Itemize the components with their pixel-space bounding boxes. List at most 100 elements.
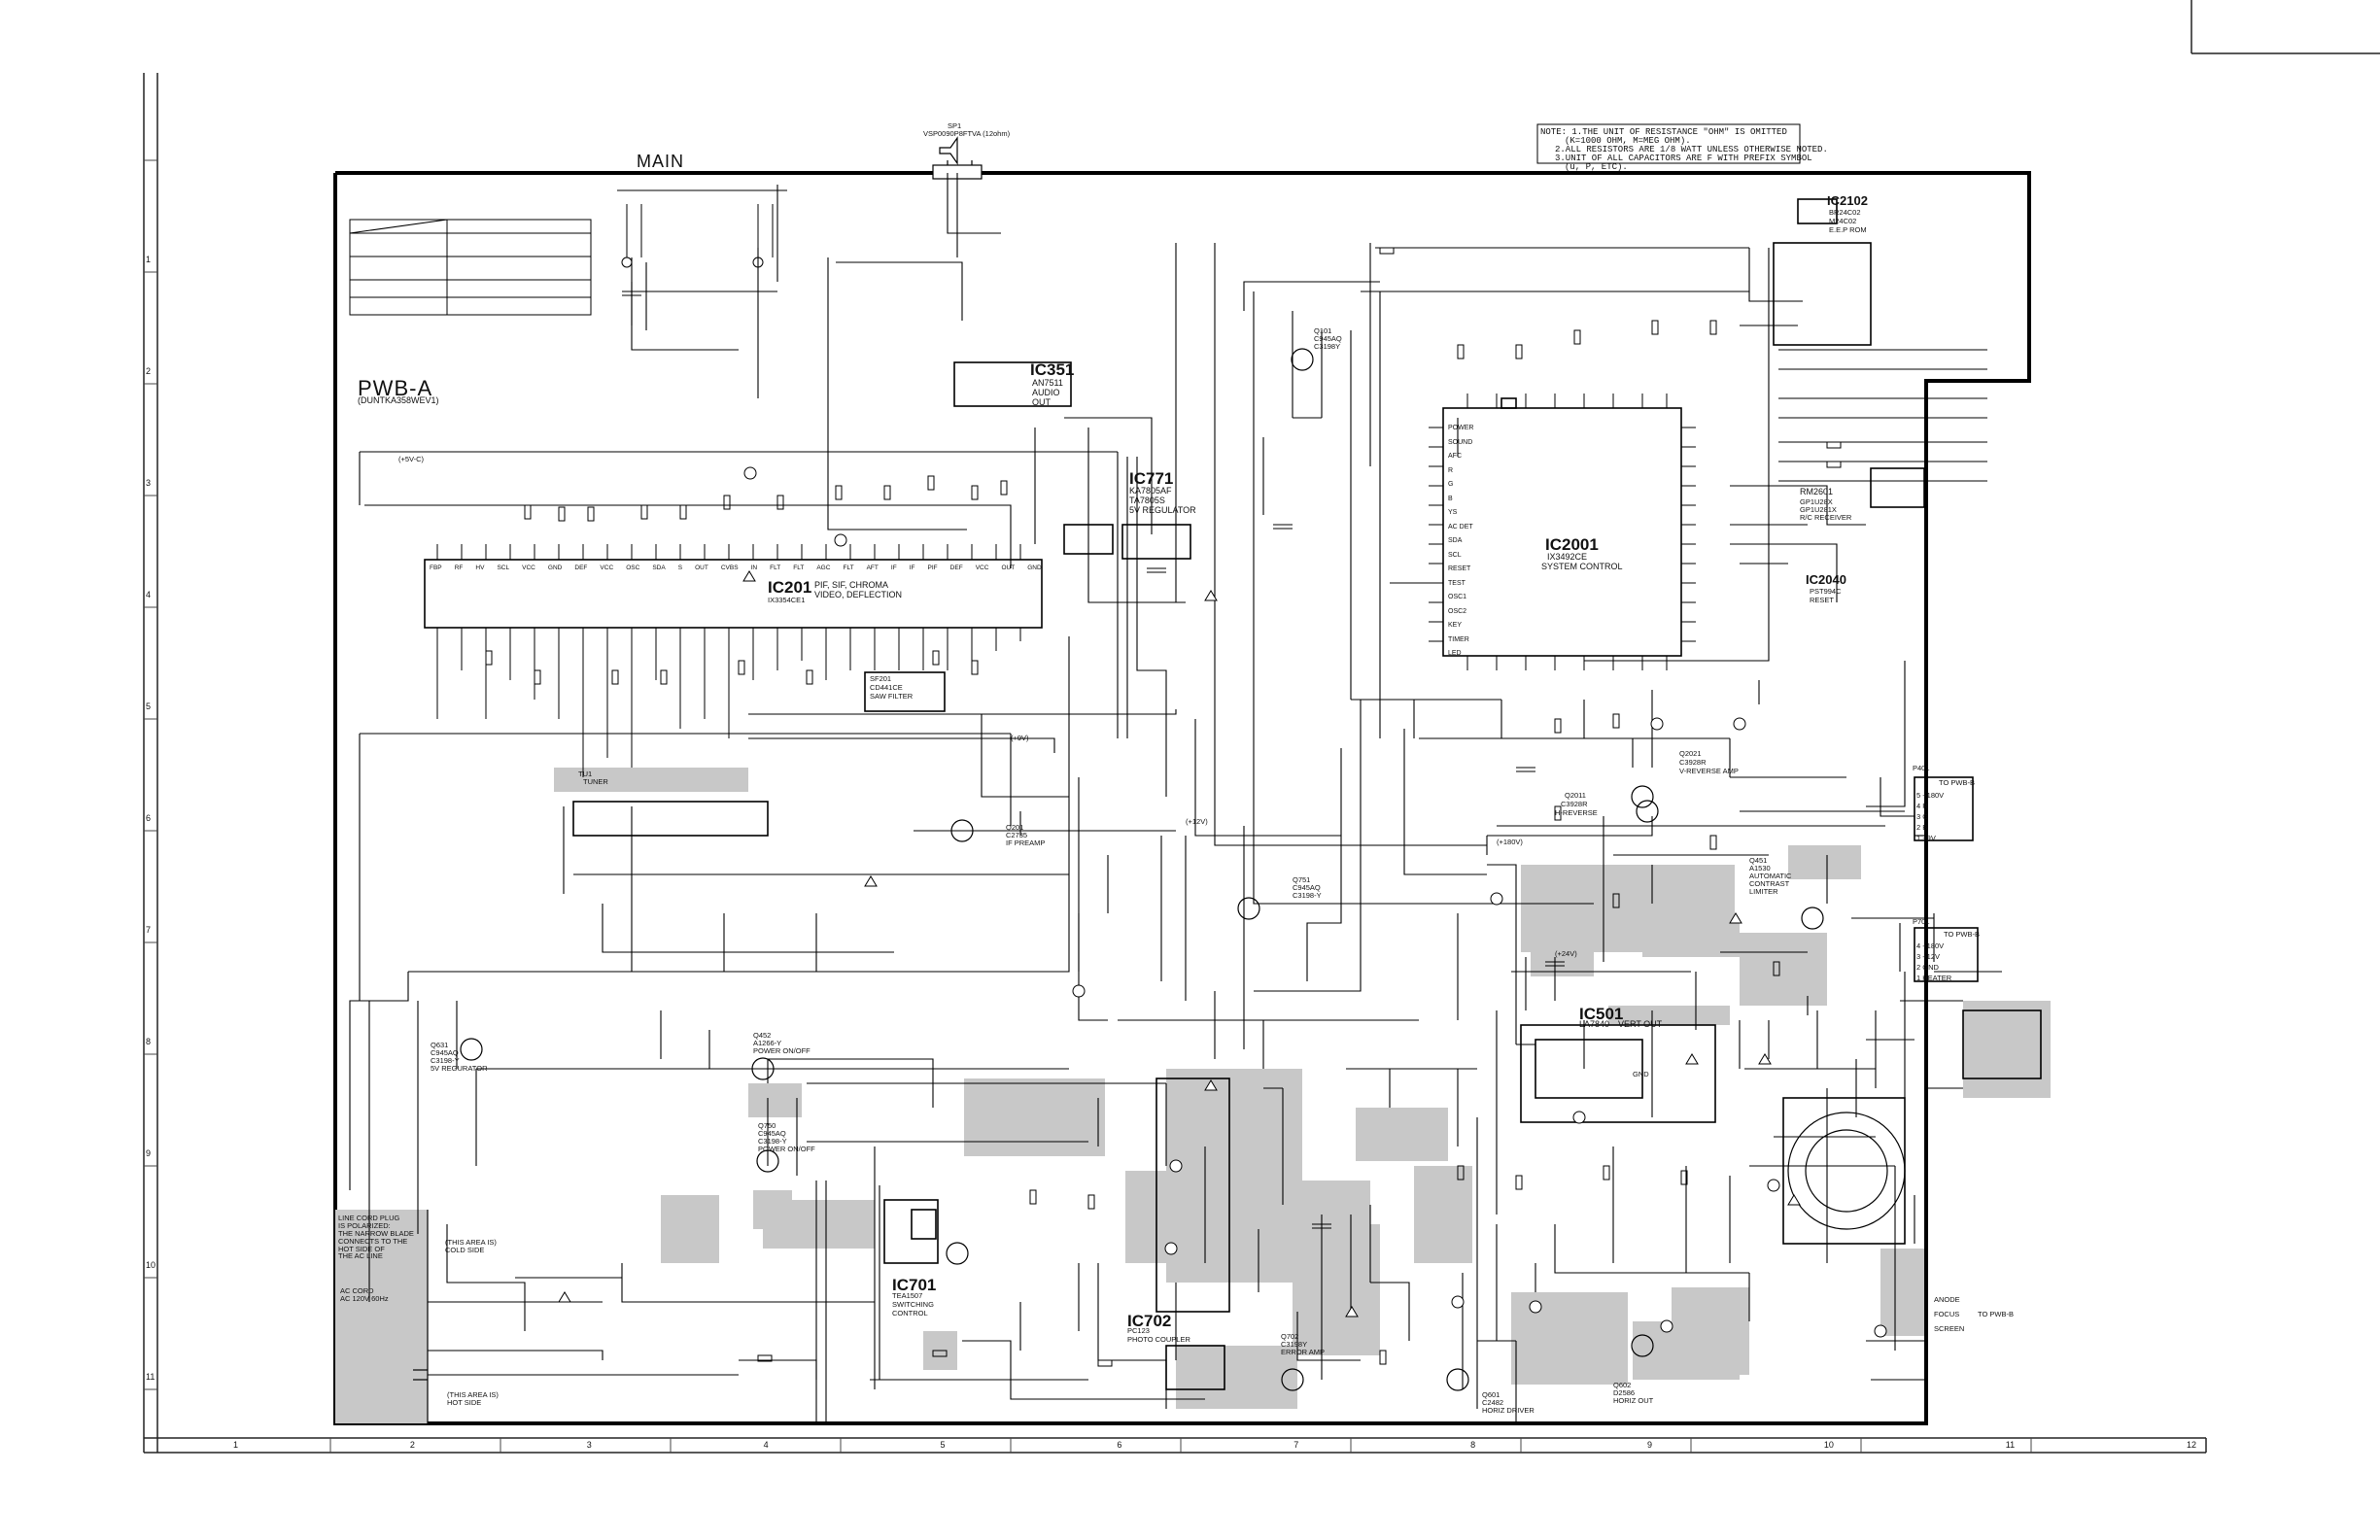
q702-ref: Q702 — [1281, 1332, 1299, 1341]
ic2040-ref: IC2040 — [1806, 572, 1846, 587]
ic501-inner — [1535, 1039, 1643, 1099]
ic771-part1: KA7805AF — [1129, 486, 1172, 496]
ic771-ref: IC771 — [1129, 469, 1174, 488]
q751-ref: Q751 — [1293, 875, 1311, 884]
ic2102-ref: IC2102 — [1827, 193, 1868, 208]
ic201-desc1: PIF, SIF, CHROMA — [814, 580, 889, 590]
cold-side-label: (THIS AREA IS)COLD SIDE — [445, 1238, 497, 1254]
q2011-ref: Q2011 — [1565, 791, 1586, 800]
ic201-part: IX3354CE1 — [768, 596, 806, 604]
ic201-ref: IC201 — [768, 578, 812, 597]
q201-ref: Q201 — [1006, 823, 1024, 832]
ic701-ref: IC701 — [892, 1276, 937, 1294]
q452-ref: Q452 — [753, 1031, 772, 1040]
q631-desc: 5V REGURATOR — [431, 1064, 488, 1073]
ic701-part: TEA1507 — [892, 1291, 923, 1300]
q451-desc: AUTOMATIC CONTRAST LIMITER — [1749, 872, 1792, 896]
q602-ref: Q602 — [1613, 1381, 1632, 1389]
sheet-frame — [143, 0, 2380, 1454]
q751-part1: C945AQ — [1293, 883, 1321, 892]
sf201-desc: SAW FILTER — [870, 692, 914, 701]
p701-pin-1: 1 HEATER — [1916, 974, 1952, 982]
ic501-desc: VERT OUT — [1618, 1019, 1663, 1029]
sf201-body — [864, 671, 946, 712]
test-points — [743, 466, 1887, 1338]
ic701-desc2: CONTROL — [892, 1309, 928, 1318]
board-name: PWB-A — [358, 376, 433, 400]
ic2102-part1: BR24C02 — [1829, 208, 1861, 217]
cold-hot-bracket — [413, 1210, 429, 1423]
q750-desc: POWER ON/OFF — [758, 1145, 815, 1153]
p701-pin-2: 2 GND — [1916, 963, 1939, 972]
ic201-desc2: VIDEO, DEFLECTION — [814, 590, 903, 599]
note-line-5: (u, P, ETC). — [1565, 162, 1628, 172]
transformer-block — [1156, 1078, 1230, 1313]
q702-desc: ERROR AMP — [1281, 1348, 1326, 1356]
p701-ref: P701 — [1913, 917, 1930, 926]
note-box — [1536, 123, 1801, 164]
ic2001-pins — [1429, 394, 1696, 670]
ic351-desc2: OUT — [1032, 397, 1051, 407]
p601-block — [1962, 1010, 2042, 1079]
ic2102-part2: M24C02 — [1829, 217, 1857, 225]
ic201-body — [424, 559, 1043, 629]
speaker-connector — [932, 136, 983, 180]
rm2601-part2: GP1U281X — [1800, 505, 1837, 514]
ic702-desc: PHOTO COUPLER — [1127, 1335, 1190, 1344]
q602-desc: HORIZ OUT — [1613, 1396, 1654, 1405]
ic2102-body — [1773, 242, 1872, 346]
variant-table — [349, 219, 592, 316]
p401-ref: P401 — [1913, 764, 1930, 772]
rail-gnd: GND — [1633, 1070, 1649, 1078]
ic2001-body — [1442, 407, 1682, 657]
q751-part2: C3198-Y — [1293, 891, 1322, 900]
q2011-part: C3928R — [1561, 800, 1588, 808]
q631-part1: C945AQ — [431, 1048, 459, 1057]
rail-24v: (+24V) — [1555, 949, 1577, 958]
input-jacks — [617, 189, 787, 268]
crt-block — [1782, 1097, 1906, 1245]
p401-body — [1914, 776, 1974, 841]
p701-body — [1914, 927, 1979, 982]
board-part: (DUNTKA358WEV1) — [358, 395, 439, 405]
q750-ref: Q750 — [758, 1121, 776, 1130]
q101-part2: C3198Y — [1314, 342, 1341, 351]
crt-focus: FOCUS — [1934, 1310, 1960, 1318]
note-line-1: NOTE: 1.THE UNIT OF RESISTANCE "OHM" IS … — [1540, 127, 1787, 137]
q2021-ref: Q2021 — [1679, 749, 1702, 758]
ic702-body — [1165, 1345, 1225, 1390]
ic501-part: LA7840 — [1579, 1019, 1610, 1029]
p401-pin-5: 5 +180V — [1916, 791, 1945, 800]
ic702-ref: IC702 — [1127, 1312, 1172, 1330]
ic2001-desc: SYSTEM CONTROL — [1541, 562, 1623, 571]
shaded-groups — [335, 768, 2051, 1423]
ic201-pins — [436, 544, 1021, 777]
q702-part: C3198Y — [1281, 1340, 1308, 1349]
p701-dest: TO PWB-B — [1944, 930, 1980, 939]
q750-part1: C945AQ — [758, 1129, 786, 1138]
transistors — [460, 348, 1906, 1391]
q451-part: A1530 — [1749, 864, 1771, 873]
ic351-part: AN7511 — [1032, 378, 1063, 388]
q451-ref: Q451 — [1749, 856, 1768, 865]
q2021-part: C3928R — [1679, 758, 1707, 767]
tuner-body — [572, 801, 769, 837]
ic771-body — [1121, 524, 1191, 560]
rm2601-ref: RM2601 — [1800, 487, 1834, 496]
ic-bodies — [424, 198, 2042, 1390]
tuner-ref: TU1 — [578, 770, 593, 778]
ic2001-ref: IC2001 — [1545, 535, 1599, 554]
rail-180v: (+180V) — [1497, 838, 1523, 846]
ic2040-part: PST994C — [1810, 587, 1842, 596]
q101-ref: Q101 — [1314, 326, 1332, 335]
crt-anode: ANODE — [1934, 1295, 1960, 1304]
q201-part: C2735 — [1006, 831, 1028, 839]
rm2601-body — [1870, 467, 1925, 508]
sf201-part: CD441CE — [870, 683, 903, 692]
